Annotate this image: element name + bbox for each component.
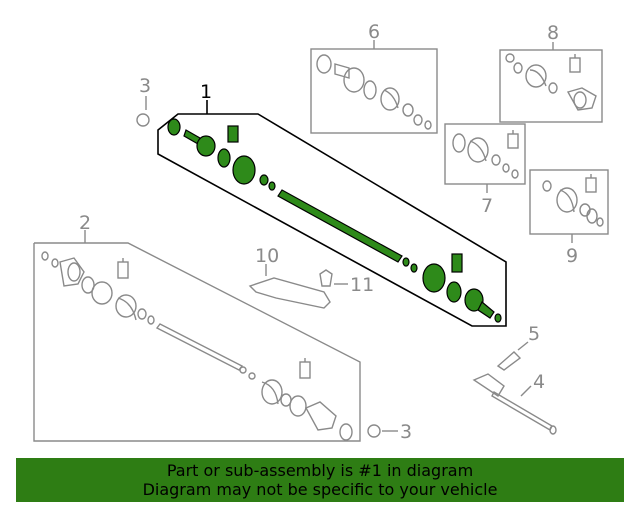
parts-diagram: 1 2 3 3 4 5 6 7 8 9 10 11 (33, 21, 609, 443)
callout-10-label: 10 (255, 245, 279, 267)
callout-1-label: 1 (200, 81, 212, 103)
info-banner: Part or sub-assembly is #1 in diagram Di… (16, 458, 624, 502)
part-11-bolt[interactable] (319, 269, 348, 287)
callout-6-label: 6 (368, 21, 380, 43)
callout-2-label: 2 (79, 212, 91, 234)
part-2-group[interactable] (33, 230, 361, 442)
callout-11-label: 11 (350, 274, 374, 296)
banner-line-2: Diagram may not be specific to your vehi… (142, 480, 498, 499)
part-6-group[interactable] (310, 40, 438, 134)
callout-3-top-label: 3 (139, 75, 151, 97)
callout-5-label: 5 (528, 323, 540, 345)
callout-9-label: 9 (566, 245, 578, 267)
part-1-axle-assembly[interactable] (157, 100, 507, 327)
part-5-fitting[interactable] (496, 341, 529, 371)
part-3-clip-top[interactable] (136, 96, 150, 127)
part-4-shaft[interactable] (472, 373, 557, 435)
callout-8-label: 8 (547, 22, 559, 44)
part-3-clip-bottom[interactable] (367, 424, 398, 438)
part-7-group[interactable] (444, 123, 526, 193)
part-8-group[interactable] (499, 42, 603, 123)
part-10-bracket[interactable] (248, 264, 331, 309)
banner-line-1: Part or sub-assembly is #1 in diagram (166, 461, 474, 480)
callout-3-bottom-label: 3 (400, 421, 412, 443)
part-9-group[interactable] (529, 169, 609, 243)
callout-7-label: 7 (481, 195, 493, 217)
callout-4-label: 4 (533, 371, 545, 393)
